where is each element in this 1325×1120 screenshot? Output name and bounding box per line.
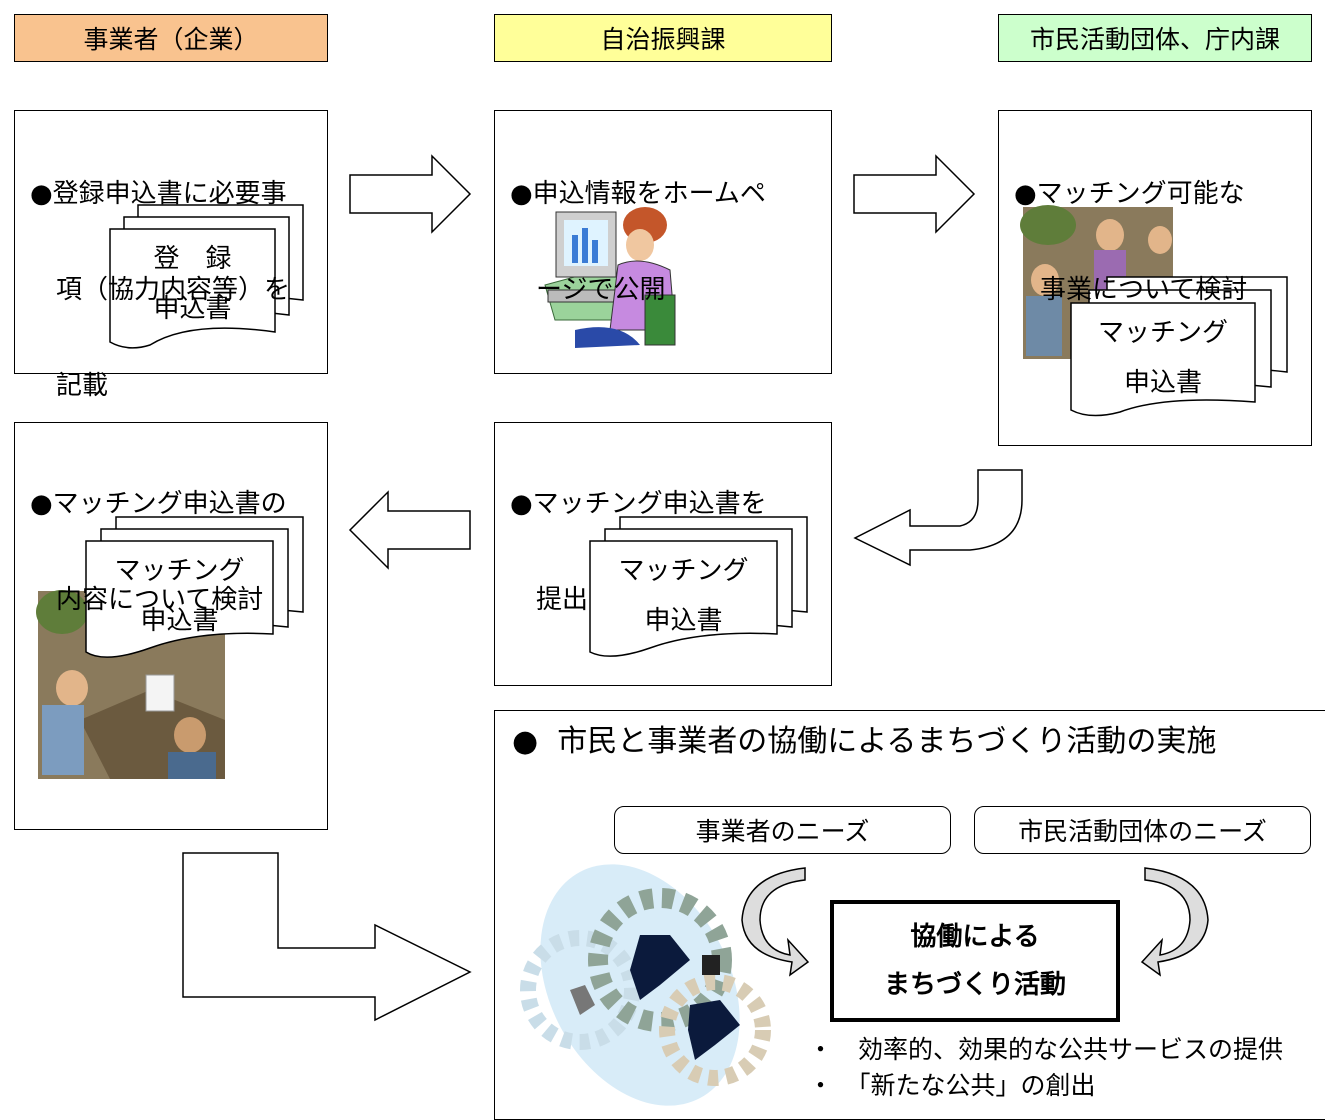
- matching-doc-consider: [1020, 205, 1288, 417]
- curved-arrow-left: [741, 867, 810, 977]
- step-submit-text: ●マッチング申込書を 提出: [510, 424, 767, 648]
- matching-doc-review: [36, 516, 304, 779]
- review-doc-line2: 申込書: [140, 606, 219, 636]
- consider-doc-line2: 申込書: [1123, 368, 1202, 398]
- submit-doc-line2: 申込書: [644, 606, 723, 636]
- step-review-line1: ●マッチング申込書の: [30, 489, 287, 519]
- benefit-bullet-2: ・ 「新たな公共」の創出: [808, 1071, 1096, 1100]
- benefit-bullet-1: ・ 効率的、効果的な公共サービスの提供: [808, 1035, 1284, 1064]
- collaboration-center-box: 協働による まちづくり活動: [830, 900, 1120, 1022]
- step-consider-text: ●マッチング可能な 事業について検討: [1014, 114, 1247, 338]
- step-register-line2: 項（協力内容等）を: [30, 275, 291, 305]
- step-consider-line1: ●マッチング可能な: [1014, 179, 1245, 209]
- arrow-right-1: [349, 154, 472, 234]
- need-citizen-label: 市民活動団体のニーズ: [1018, 817, 1267, 846]
- header-jichi-label: 自治振興課: [600, 25, 726, 54]
- registration-doc-line2: 申込書: [153, 294, 232, 324]
- step-review-line2: 内容について検討: [30, 585, 264, 615]
- header-business-label: 事業者（企業）: [83, 25, 259, 54]
- header-business: 事業者（企業）: [14, 14, 328, 62]
- need-citizen: 市民活動団体のニーズ: [974, 806, 1311, 854]
- center-line2: まちづくり活動: [883, 970, 1066, 1000]
- step-consider-line2: 事業について検討: [1014, 275, 1248, 305]
- need-business-label: 事業者のニーズ: [695, 817, 870, 846]
- consider-doc-line1: マッチング: [1097, 318, 1228, 348]
- step-publish-line2: ージで公開: [510, 275, 666, 305]
- review-doc-line1: マッチング: [114, 556, 245, 586]
- center-line1: 協働による: [910, 922, 1040, 952]
- curved-arrow-right: [1140, 867, 1209, 977]
- registration-doc-line1: 登 録: [153, 244, 232, 274]
- step-submit-line2: 提出: [510, 585, 589, 615]
- submit-doc-line1: マッチング: [618, 556, 749, 586]
- step-publish-text: ●申込情報をホームペ ージで公開: [510, 114, 766, 338]
- step-register-line1: ●登録申込書に必要事: [30, 179, 287, 209]
- step-review-text: ●マッチング申込書の 内容について検討: [30, 424, 287, 648]
- step-submit-line1: ●マッチング申込書を: [510, 489, 767, 519]
- meeting-clipart-2: [36, 590, 225, 779]
- arrow-l-shape: [182, 852, 472, 1022]
- header-citizen-label: 市民活動団体、庁内課: [1029, 25, 1280, 54]
- registration-form-doc: [109, 204, 304, 349]
- computer-user-clipart: [544, 207, 676, 348]
- step-register-line3: 記載: [30, 371, 109, 401]
- need-business: 事業者のニーズ: [614, 806, 951, 854]
- arrow-right-2: [853, 154, 976, 234]
- matching-doc-submit: [589, 516, 808, 657]
- step-register-text: ●登録申込書に必要事 項（協力内容等）を 記載: [30, 114, 290, 434]
- arrow-curved-left: [853, 469, 1023, 567]
- step-publish-line1: ●申込情報をホームペ: [510, 179, 766, 209]
- header-citizen: 市民活動団体、庁内課: [998, 14, 1312, 62]
- arrow-left-1: [348, 490, 471, 570]
- header-jichi: 自治振興課: [494, 14, 832, 62]
- final-title: ● 市民と事業者の協働によるまちづくり活動の実施: [512, 724, 1217, 759]
- gears-runners-clipart: [520, 864, 771, 1106]
